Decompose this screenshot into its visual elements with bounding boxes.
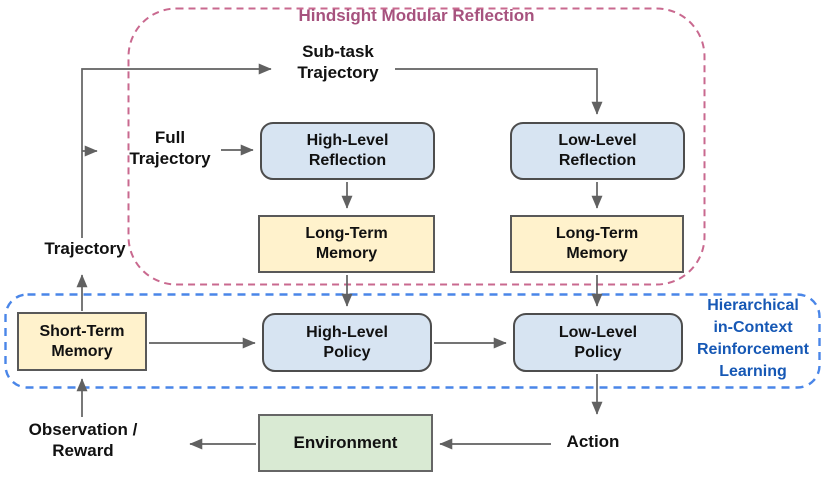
long-term-memory-high-node: Long-Term Memory: [258, 215, 435, 273]
full-trajectory-label: Full Trajectory: [129, 128, 211, 168]
high-level-reflection-node: High-Level Reflection: [260, 122, 435, 180]
hierarchical-in-context-rl-region: [4, 293, 821, 389]
low-level-policy-node: Low-Level Policy: [513, 313, 683, 372]
hindsight-modular-reflection-title: Hindsight Modular Reflection: [298, 6, 535, 25]
short-term-memory-node: Short-Term Memory: [17, 312, 147, 371]
trajectory-label: Trajectory: [44, 239, 126, 258]
observation-reward-label: Observation / Reward: [28, 420, 138, 460]
environment-node: Environment: [258, 414, 433, 472]
hierarchical-in-context-rl-title: Hierarchical in-Context Reinforcement Le…: [696, 297, 810, 381]
high-level-policy-node: High-Level Policy: [262, 313, 432, 372]
low-level-reflection-node: Low-Level Reflection: [510, 122, 685, 180]
hindsight-modular-reflection-region: [127, 7, 706, 286]
action-label: Action: [566, 432, 620, 451]
arrow-subtask-to-ll-reflection: [395, 68, 603, 115]
arrow-trajectory-to-subtask: [81, 63, 272, 238]
long-term-memory-low-node: Long-Term Memory: [510, 215, 684, 273]
subtask-trajectory-label: Sub-task Trajectory: [297, 42, 379, 82]
